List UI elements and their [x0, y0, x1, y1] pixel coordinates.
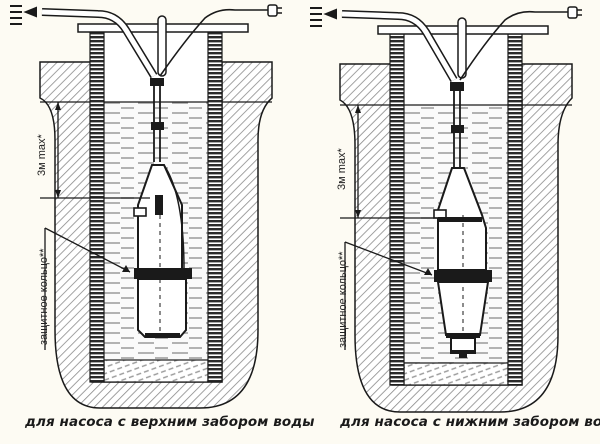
- outlet-flow-arrow: [10, 5, 37, 25]
- panel-top-intake: 3м max* защитное кольцо** для насоса с в…: [10, 4, 314, 430]
- well-wall-right: [207, 31, 223, 383]
- pump-top-intake: [133, 164, 192, 338]
- protective-ring: [434, 270, 492, 282]
- cord-clamp-mid: [151, 122, 164, 130]
- plug-icon: [567, 6, 582, 19]
- water-intake: [459, 354, 467, 358]
- well-diagram-bottom-intake: [310, 6, 582, 413]
- ring-leader-line: [44, 227, 131, 273]
- caption-bottom-intake: для насоса с нижним забором воды: [340, 414, 600, 430]
- ring-label: защитное кольцо**: [337, 251, 349, 348]
- plug-icon: [267, 4, 282, 17]
- ground-hatched: [339, 63, 573, 413]
- cord-clamp-top: [450, 82, 464, 91]
- support-rod: [457, 17, 467, 79]
- pump-bottom-intake: [433, 167, 492, 358]
- ground-hatched: [39, 61, 273, 409]
- cord-clamp-mid: [451, 125, 464, 133]
- gravel-bottom: [403, 362, 509, 386]
- depth-label: 3м max*: [36, 134, 48, 176]
- well-wall-left: [89, 31, 105, 383]
- power-cable: [459, 10, 568, 81]
- well-diagram-top-intake: [10, 4, 282, 409]
- cord-clamp-top: [150, 78, 164, 86]
- depth-label: 3м max*: [336, 148, 348, 190]
- panel-bottom-intake: 3м max* защитное кольцо** для насоса с н…: [300, 0, 600, 444]
- protective-ring: [134, 268, 192, 279]
- support-rod: [157, 15, 167, 77]
- well-wall-right: [507, 33, 523, 386]
- well-wall-left: [389, 33, 405, 386]
- ring-label: защитное кольцо**: [38, 248, 50, 345]
- outlet-flow-arrow: [310, 7, 337, 27]
- power-cable: [159, 8, 268, 77]
- gravel-bottom: [103, 359, 209, 383]
- ring-leader-line: [344, 241, 433, 276]
- caption-top-intake: для насоса с верхним забором воды: [25, 414, 315, 430]
